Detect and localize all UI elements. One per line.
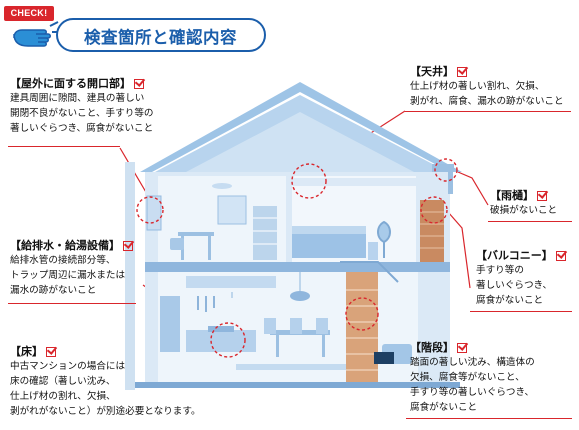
balcony-rail [420,200,444,262]
underline-balcony [470,311,572,312]
callout-line: 建具周囲に隙間、建具の著しい [10,93,145,104]
bed [292,232,366,258]
callout-line: 腐食がないこと [476,295,544,306]
callout-line: 仕上げ材の著しい割れ、欠損、 [410,81,545,92]
plant [377,220,391,258]
callout-gutter: 【雨樋】 破損がないこと [490,188,557,218]
underline-gutter [488,221,572,222]
callout-line: 欠損、腐食等がないこと、 [410,372,525,383]
marker-plumbing [210,322,246,358]
callout-heading: 【天井】 [410,65,454,78]
check-box-icon [555,250,566,261]
underline-plumbing [8,303,136,304]
callout-line: 給排水管の接続部分等、 [10,255,116,266]
sink [208,326,234,332]
kitchen-counter [186,330,256,352]
dining-chair [264,318,276,334]
wall-cabinet [292,178,416,186]
callout-line: 破損がないこと [490,205,558,216]
check-box-icon [134,78,144,89]
tv [374,352,394,364]
callout-opening: 【屋外に面する開口部】 建具周囲に隙間、建具の著しい 開閉不良がないこと、手すり… [10,76,154,136]
fridge [160,296,180,352]
leader-gutter [457,171,489,206]
marker-ceiling [291,163,327,199]
title-pill [56,18,266,52]
callout-heading: 【給排水・給湯設備】 [10,239,120,252]
lamp-left [212,183,232,189]
callout-line: 踏面の著しい沈み、構造体の [410,357,535,368]
attic [186,112,414,172]
marker-balcony [420,196,448,224]
window-left [217,195,247,225]
callout-line: 漏水の跡がないこと [10,285,97,296]
staircase [346,272,378,382]
stair-handrail [340,261,399,283]
callout-line: 剥がれがないこと）が別途必要となります。 [10,406,201,417]
desk [178,232,214,236]
callout-heading: 【バルコニー】 [476,249,553,262]
callout-line: 手すり等の著しいぐらつき、 [410,387,535,398]
callout-line: 開閉不良がないこと、手すり等の [10,108,154,119]
inspection-markers [136,158,458,358]
house-left-shadow [125,162,135,390]
callout-line: 仕上げ材の割れ、欠損、 [10,391,116,402]
callout-ceiling: 【天井】 仕上げ材の著しい割れ、欠損、 剥がれ、腐食、漏水の跡がないこと [410,64,564,109]
check-badge: CHECK! [4,6,54,21]
floor-rug [236,364,346,370]
utensils [197,296,215,312]
check-box-icon [46,346,56,357]
bookshelf [253,206,277,260]
pendant-lamp [290,291,310,301]
callout-line: 著しいぐらつき、腐食がないこと [10,123,154,134]
gutter [432,164,454,172]
callout-line: 中古マンションの場合には [10,361,126,372]
callout-heading: 【階段】 [410,341,454,354]
page-title: 検査箇所と確認内容 [84,28,237,47]
marker-opening [136,196,164,224]
callout-heading: 【屋外に面する開口部】 [10,77,131,90]
ground [135,382,460,388]
callout-line: 剥がれ、腐食、漏水の跡がないこと [410,96,564,107]
window-frame-left [146,195,162,231]
marker-stairs [345,297,379,331]
callout-stairs: 【階段】 踏面の著しい沈み、構造体の 欠損、腐食等がないこと、 手すり等の著しい… [410,340,535,415]
side-table [368,242,378,260]
callout-heading: 【雨樋】 [490,189,534,202]
floor-slab [145,262,450,272]
leader-balcony [447,211,471,289]
callout-line: トラップ周辺に漏水または [10,270,126,281]
callout-line: 手すり等の [476,265,524,276]
callout-heading: 【床】 [10,345,43,358]
check-box-icon [457,66,467,77]
check-box-icon [537,190,547,201]
callout-line: 床の確認（著しい沈み、 [10,376,116,387]
kitchen-upper-cabinet [186,276,276,288]
callout-line: 腐食がないこと [410,402,478,413]
underline-stairs [406,418,572,419]
callout-plumbing: 【給排水・給湯設備】 給排水管の接続部分等、 トラップ周辺に漏水または 漏水の跡… [10,238,133,298]
chair [170,238,184,250]
marker-gutter [434,158,458,182]
underline-ceiling [405,111,571,112]
check-box-icon [457,342,467,353]
underline-opening [8,146,120,147]
callout-line: 著しいぐらつき、 [476,280,553,291]
callout-floor: 【床】 中古マンションの場合には 床の確認（著しい沈み、 仕上げ材の割れ、欠損、… [10,344,201,419]
pointing-hand-icon [13,21,61,47]
callout-balcony: 【バルコニー】 手すり等の 著しいぐらつき、 腐食がないこと [476,248,566,308]
check-box-icon [123,240,133,251]
